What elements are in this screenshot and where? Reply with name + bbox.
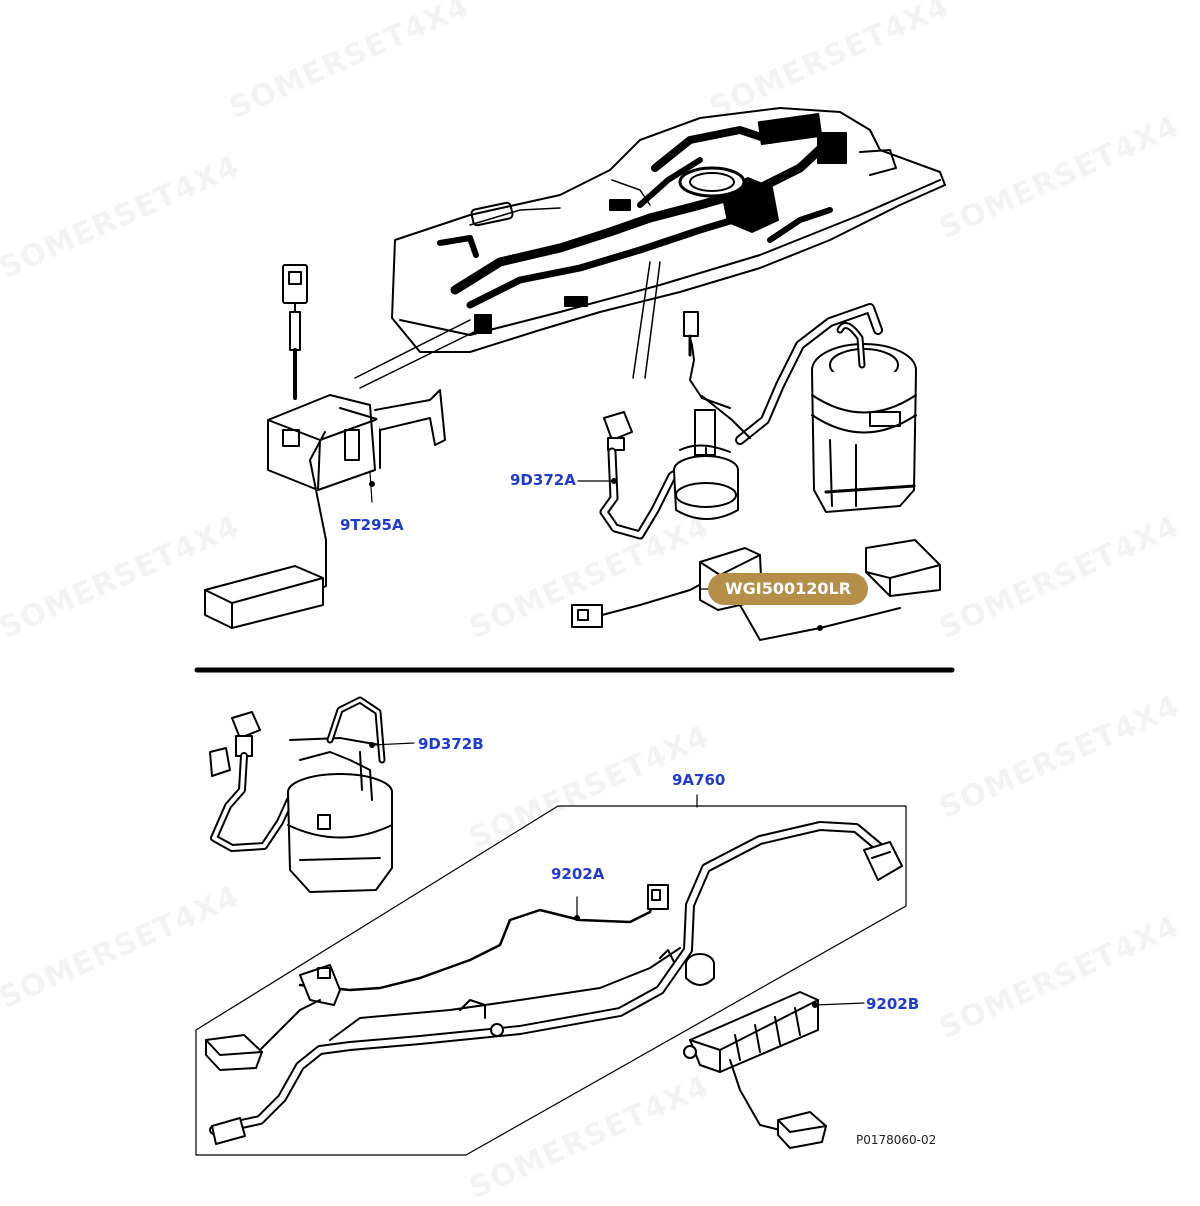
- part-number-badge[interactable]: WGI500120LR: [708, 573, 868, 605]
- sender-b: [683, 991, 865, 1149]
- callout-9202a[interactable]: 9202A: [551, 865, 605, 883]
- assembly-frame: [195, 794, 907, 1156]
- callout-9d372b[interactable]: 9D372B: [418, 735, 484, 753]
- callout-9d372a[interactable]: 9D372A: [510, 471, 576, 489]
- level-sender-left: [204, 264, 446, 629]
- callout-9a760[interactable]: 9A760: [672, 771, 726, 789]
- fuel-tank: [391, 107, 946, 353]
- callout-9t295a[interactable]: 9T295A: [340, 516, 404, 534]
- reference-code: P0178060-02: [856, 1133, 937, 1147]
- pump-pipe-top: [577, 303, 917, 540]
- pump-module-bottom: [209, 696, 415, 893]
- callout-9202b[interactable]: 9202B: [866, 995, 920, 1013]
